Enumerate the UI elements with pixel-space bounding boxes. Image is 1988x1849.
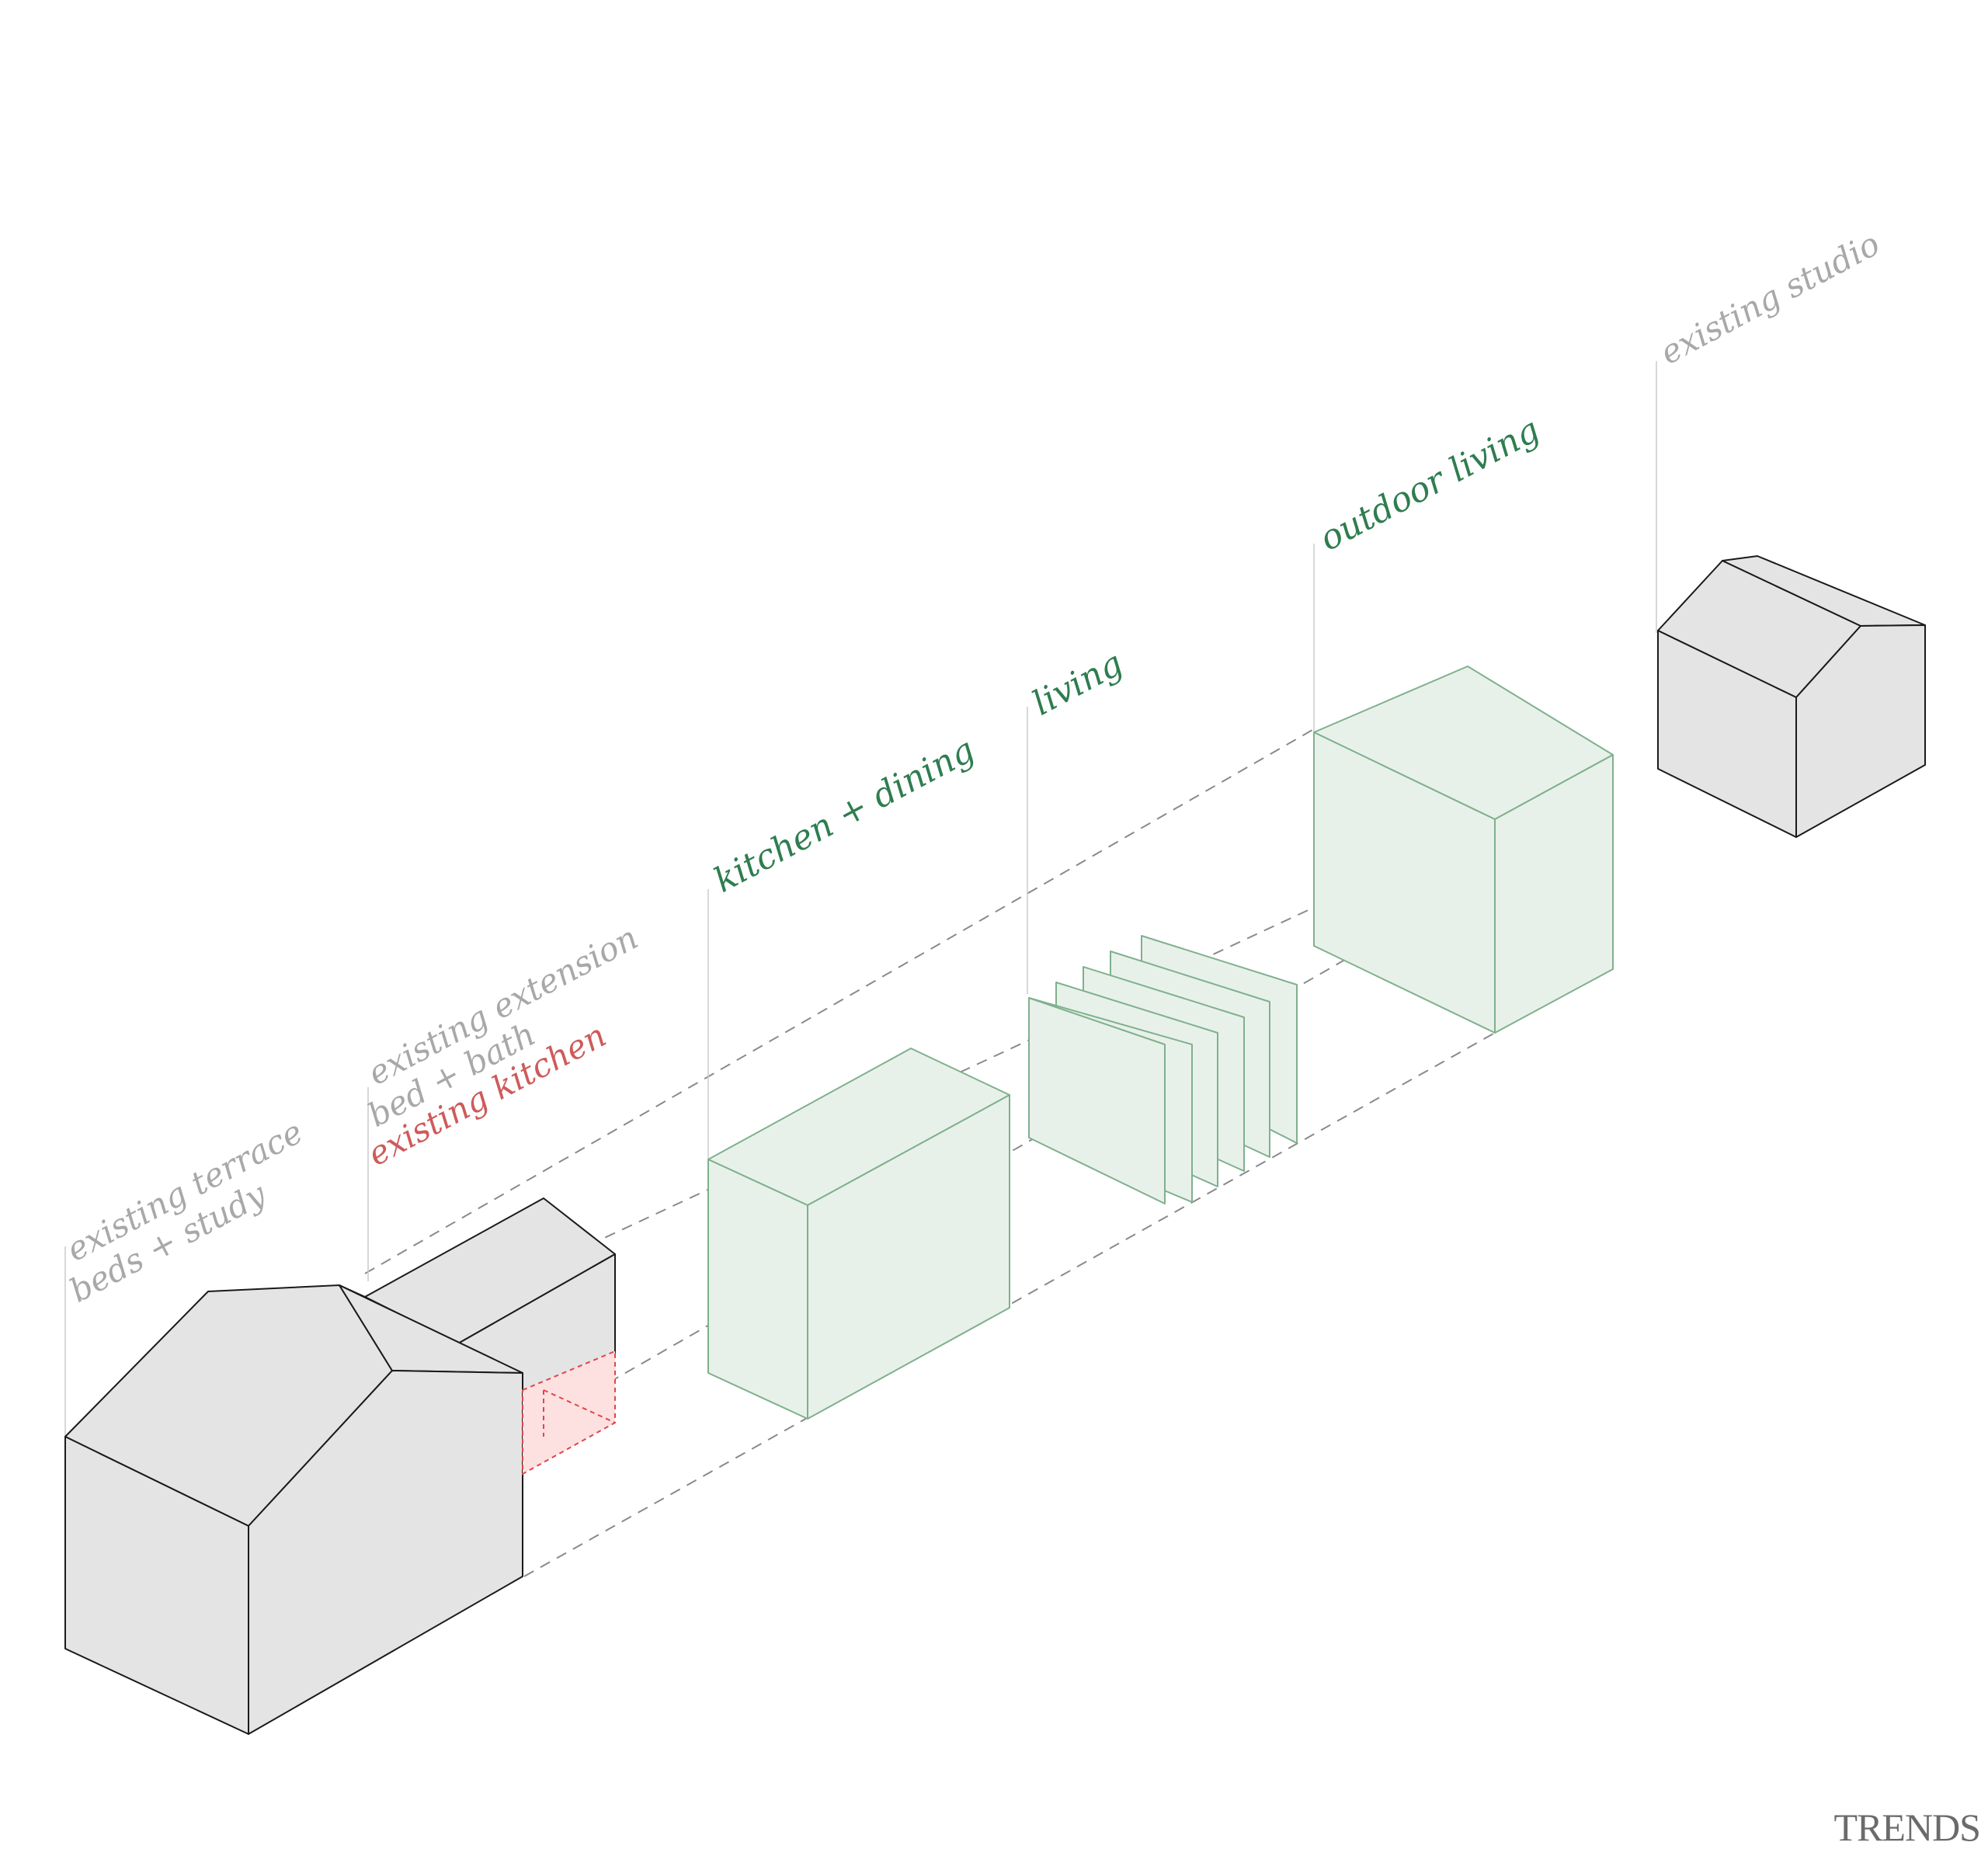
existing-kitchen-demolish — [522, 1350, 616, 1475]
trends-watermark: TRENDS — [1834, 1806, 1980, 1849]
outdoor-living-block — [1313, 666, 1614, 1034]
studio-side — [1795, 624, 1926, 838]
label-outdoor-living: outdoor living — [1313, 410, 1546, 559]
label-guide-lines — [64, 361, 1657, 1437]
existing-studio-block — [1657, 555, 1926, 838]
existing-terrace-block — [64, 1197, 616, 1735]
kd-side — [807, 1094, 1010, 1420]
dashed-line-top — [364, 729, 1313, 1274]
label-existing-studio: existing studio — [1654, 224, 1886, 372]
living-front — [1028, 997, 1166, 1204]
label-kitchen-dining: kitchen + dining — [707, 730, 981, 901]
label-living: living — [1026, 644, 1129, 724]
living-block — [1028, 935, 1298, 1204]
kitchen-dining-block — [707, 1048, 1010, 1420]
kd-front — [707, 1159, 808, 1420]
kitchen-demolish-diag1 — [543, 1389, 616, 1423]
ol-side — [1494, 754, 1614, 1034]
